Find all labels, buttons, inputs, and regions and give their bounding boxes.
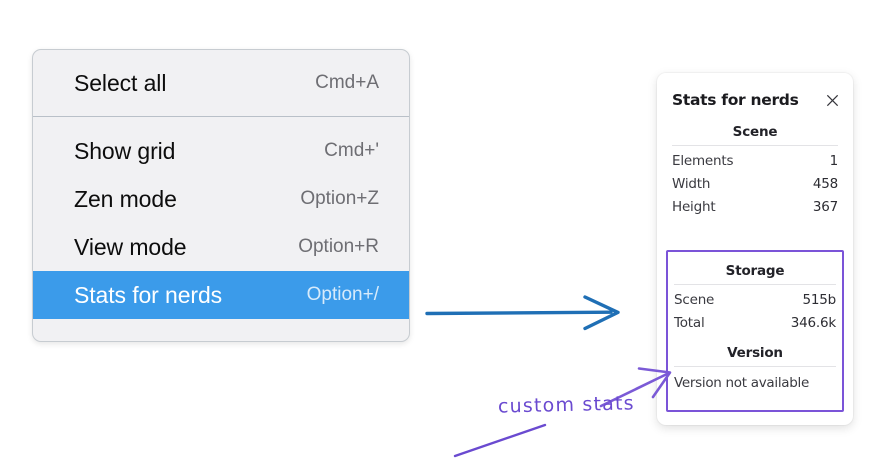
stat-value: 515b bbox=[802, 292, 836, 308]
version-text: Version not available bbox=[674, 375, 809, 391]
stat-label: Elements bbox=[672, 153, 734, 169]
section-heading-storage: Storage bbox=[725, 263, 785, 279]
menu-bottom-padding bbox=[33, 319, 409, 341]
menu-item-label: Zen mode bbox=[74, 185, 177, 212]
menu-item-label: View mode bbox=[74, 233, 187, 260]
panel-title: Stats for nerds bbox=[672, 91, 799, 109]
menu-item-view-mode[interactable]: View mode Option+R bbox=[33, 223, 409, 271]
section-divider bbox=[672, 145, 838, 146]
context-menu[interactable]: Select all Cmd+A Show grid Cmd+' Zen mod… bbox=[32, 49, 410, 342]
stat-row-storage-scene: Scene 515b bbox=[674, 288, 836, 311]
menu-item-show-grid[interactable]: Show grid Cmd+' bbox=[33, 127, 409, 175]
menu-item-shortcut: Option+Z bbox=[300, 188, 379, 209]
menu-item-select-all[interactable]: Select all Cmd+A bbox=[33, 59, 409, 107]
stat-value: 1 bbox=[829, 153, 839, 169]
section-heading-version: Version bbox=[727, 345, 783, 361]
stat-row-width: Width 458 bbox=[672, 172, 838, 195]
stats-for-nerds-panel: Stats for nerds Scene Elements 1 Width 4… bbox=[657, 73, 853, 425]
section-divider bbox=[674, 366, 836, 367]
stat-value: 367 bbox=[812, 199, 838, 215]
stat-label: Height bbox=[672, 199, 716, 215]
stat-label: Width bbox=[672, 176, 711, 192]
stat-value: 458 bbox=[812, 176, 838, 192]
menu-item-shortcut: Cmd+A bbox=[315, 72, 379, 93]
purple-underline-annotation bbox=[453, 423, 547, 458]
section-divider bbox=[674, 284, 836, 285]
stat-label: Total bbox=[674, 315, 705, 331]
stat-label: Scene bbox=[674, 292, 715, 308]
menu-item-shortcut: Cmd+' bbox=[324, 140, 379, 161]
menu-item-shortcut: Option+/ bbox=[306, 284, 379, 305]
menu-item-label: Show grid bbox=[74, 137, 176, 164]
menu-group-2: Show grid Cmd+' Zen mode Option+Z View m… bbox=[33, 117, 409, 341]
menu-item-stats-for-nerds[interactable]: Stats for nerds Option+/ bbox=[33, 271, 409, 319]
custom-stats-region: Storage Scene 515b Total 346.6k Version … bbox=[666, 250, 844, 412]
stat-row-height: Height 367 bbox=[672, 195, 838, 218]
menu-item-zen-mode[interactable]: Zen mode Option+Z bbox=[33, 175, 409, 223]
section-heading-scene: Scene bbox=[732, 124, 778, 140]
panel-header: Stats for nerds bbox=[657, 87, 853, 113]
stat-value: 346.6k bbox=[790, 315, 836, 331]
menu-item-label: Select all bbox=[74, 69, 167, 96]
menu-group-1: Select all Cmd+A bbox=[33, 59, 409, 107]
menu-separator bbox=[33, 116, 409, 117]
blue-arrow-annotation bbox=[425, 295, 620, 331]
menu-item-label: Stats for nerds bbox=[74, 281, 223, 308]
stat-row-elements: Elements 1 bbox=[672, 149, 838, 172]
close-icon[interactable] bbox=[825, 93, 840, 108]
menu-item-shortcut: Option+R bbox=[298, 236, 379, 257]
panel-body: Scene Elements 1 Width 458 Height 367 bbox=[657, 113, 853, 218]
stat-row-storage-total: Total 346.6k bbox=[674, 311, 836, 334]
handwritten-custom-stats-label: custom stats bbox=[497, 392, 635, 418]
